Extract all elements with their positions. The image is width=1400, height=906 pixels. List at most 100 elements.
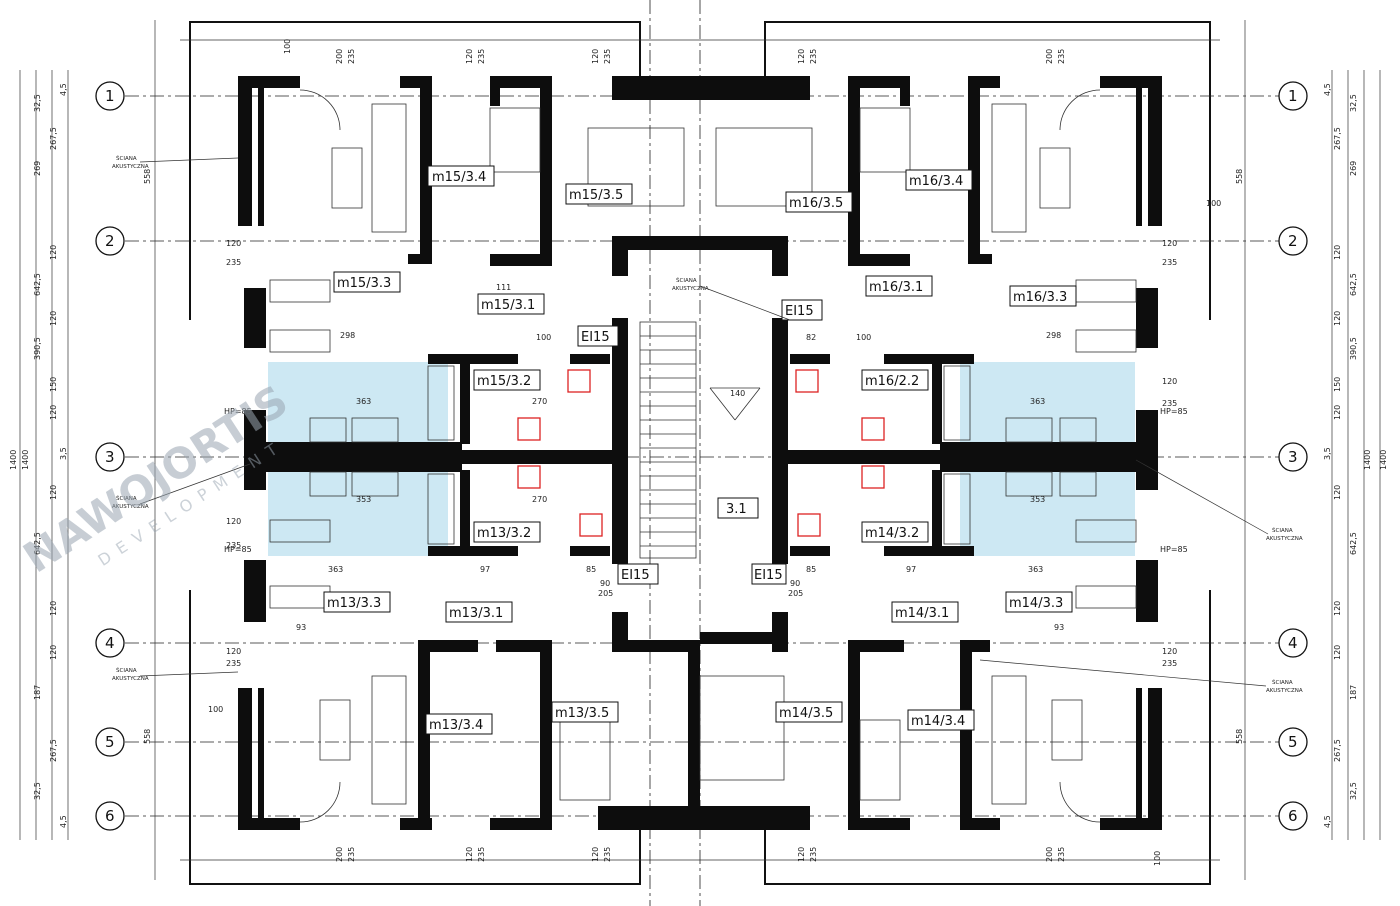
dim-top-0: 100 — [283, 39, 292, 54]
room-ei15-3: EI15 — [621, 568, 650, 583]
dim-bottom-0: 200 — [335, 847, 344, 862]
note-acoustic-1b: AKUSTYCZNA — [112, 164, 149, 170]
note-acoustic-4b: AKUSTYCZNA — [1266, 536, 1303, 542]
dim-inner-16: 82 — [806, 333, 816, 342]
dim-inner-10: 97 — [906, 565, 916, 574]
axis-right-6: 6 — [1288, 807, 1298, 825]
dim-left-7: 390,5 — [33, 337, 42, 360]
inner-dimensions: 120 235 120 235 120 235 120 235 120 235 … — [226, 239, 1177, 668]
dim-top-8: 235 — [809, 49, 818, 64]
note-hp-4: HP=85 — [1160, 545, 1188, 554]
dim-bottom-7: 235 — [809, 847, 818, 862]
dim-inner-13: 100 — [536, 333, 551, 342]
room-m16-33: m16/3.3 — [1013, 290, 1067, 305]
axis-right-1: 1 — [1288, 87, 1298, 105]
dim-inner-18: 93 — [1054, 623, 1064, 632]
wet-fixtures — [517, 369, 885, 537]
dim-inner-25: 90 — [790, 579, 800, 588]
dim-inner-22: 363 — [1028, 565, 1043, 574]
dim-inner-21: 363 — [328, 565, 343, 574]
note-acoustic-5a: ŚCIANA — [116, 667, 137, 674]
dim-inner-6: 298 — [340, 331, 355, 340]
dim-door-r5: 120 — [1162, 647, 1177, 656]
right-dimensions: 4,5 32,5 267,5 269 120 642,5 120 390,5 1… — [1235, 83, 1388, 828]
dim-right-11: 120 — [1333, 485, 1342, 500]
walls — [238, 76, 1162, 830]
dim-bottom-1: 235 — [347, 847, 356, 862]
axis-markers-left: 1 2 3 4 5 6 — [95, 81, 125, 831]
dim-right-total-2: 1400 — [1379, 450, 1388, 470]
top-dimensions: 100 200 235 120 235 120 235 120 235 200 … — [283, 39, 1221, 208]
dim-right-15: 187 — [1349, 685, 1358, 700]
dim-inner-19: 85 — [586, 565, 596, 574]
dim-right-8: 150 — [1333, 377, 1342, 392]
dim-inner-20: 85 — [806, 565, 816, 574]
dim-right-total-0: 558 — [1235, 169, 1244, 184]
dim-right-18: 4,5 — [1323, 815, 1332, 828]
dim-inner-7: 298 — [1046, 331, 1061, 340]
dim-left-total-3: 558 — [143, 729, 152, 744]
dim-left-6: 120 — [49, 311, 58, 326]
dim-right-4: 120 — [1333, 245, 1342, 260]
room-m14-33: m14/3.3 — [1009, 596, 1063, 611]
axis-right-5: 5 — [1288, 733, 1298, 751]
room-m16-22: m16/2.2 — [865, 374, 919, 389]
note-hp-2: HP=85 — [224, 545, 252, 554]
dim-top-10: 235 — [1057, 49, 1066, 64]
dim-inner-0: 363 — [356, 397, 371, 406]
dim-left-total-0: 558 — [143, 169, 152, 184]
dim-top-9: 200 — [1045, 49, 1054, 64]
room-ei15-2: EI15 — [785, 304, 814, 319]
note-acoustic-2b: AKUSTYCZNA — [672, 286, 709, 292]
dim-top-6: 235 — [603, 49, 612, 64]
furniture — [269, 89, 1137, 823]
dim-inner-14: 100 — [856, 333, 871, 342]
axis-right-3: 3 — [1288, 448, 1298, 466]
dim-left-18: 4,5 — [59, 815, 68, 828]
dim-left-total-2: 1400 — [21, 450, 30, 470]
dim-door-l1: 120 — [226, 239, 241, 248]
bottom-dimensions: 200 235 120 235 120 235 120 235 200 235 … — [208, 705, 1162, 866]
dim-left-4: 120 — [49, 245, 58, 260]
room-m13-31: m13/3.1 — [449, 606, 503, 621]
dim-left-11: 120 — [49, 485, 58, 500]
room-m14-32: m14/3.2 — [865, 526, 919, 541]
room-ei15-4: EI15 — [754, 568, 783, 583]
room-m13-34: m13/3.4 — [429, 718, 483, 733]
dim-door-r2: 235 — [1162, 258, 1177, 267]
dim-left-0: 4,5 — [59, 83, 68, 96]
room-m13-32: m13/3.2 — [477, 526, 531, 541]
dim-right-12: 120 — [1333, 601, 1342, 616]
dim-right-14: 120 — [1333, 645, 1342, 660]
dim-inner-3: 353 — [1030, 495, 1045, 504]
note-acoustic-3a: ŚCIANA — [116, 495, 137, 502]
dim-inner-26: 205 — [788, 589, 803, 598]
dim-top-5: 120 — [591, 49, 600, 64]
dim-top-7: 120 — [797, 49, 806, 64]
dim-bottom-11: 100 — [208, 705, 223, 714]
dim-left-total-1: 1400 — [9, 450, 18, 470]
dim-top-11: 100 — [1206, 199, 1221, 208]
note-acoustic-4a: ŚCIANA — [1272, 527, 1293, 534]
dim-bottom-10: 100 — [1153, 851, 1162, 866]
room-m15-34: m15/3.4 — [432, 170, 486, 185]
dim-inner-23: 90 — [600, 579, 610, 588]
dim-right-13: 642,5 — [1349, 532, 1358, 555]
dim-right-total-3: 558 — [1235, 729, 1244, 744]
dim-inner-17: 93 — [296, 623, 306, 632]
left-dimensions: 4,5 32,5 267,5 269 120 642,5 120 390,5 1… — [9, 83, 152, 828]
stair — [639, 321, 761, 559]
dim-bottom-4: 120 — [591, 847, 600, 862]
dim-top-4: 235 — [477, 49, 486, 64]
note-acoustic-2a: ŚCIANA — [676, 277, 697, 284]
dim-right-9: 120 — [1333, 405, 1342, 420]
dim-inner-1: 353 — [356, 495, 371, 504]
dim-left-1: 32,5 — [33, 94, 42, 112]
axis-left-4: 4 — [105, 634, 115, 652]
dim-right-6: 120 — [1333, 311, 1342, 326]
dim-bottom-6: 120 — [797, 847, 806, 862]
room-m14-34: m14/3.4 — [911, 714, 965, 729]
dim-door-l2: 235 — [226, 258, 241, 267]
room-c31: 3.1 — [726, 502, 747, 517]
